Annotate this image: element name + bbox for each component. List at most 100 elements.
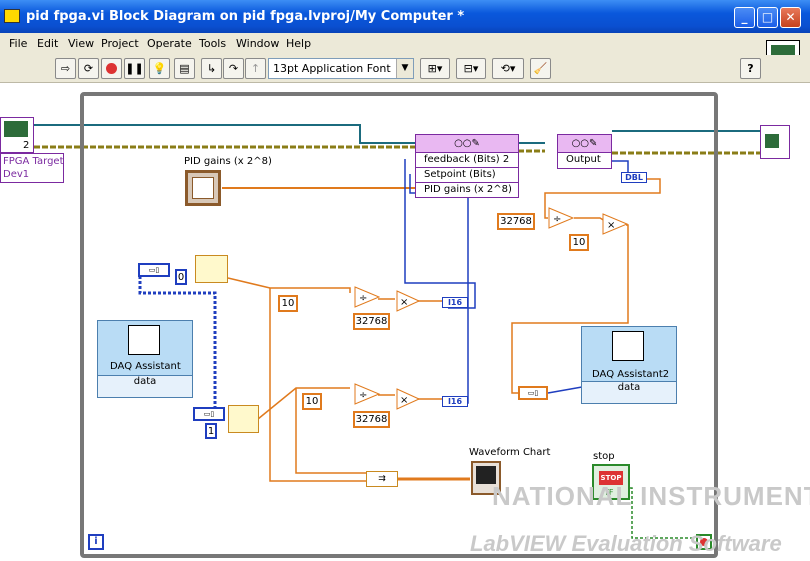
stop-button-face: STOP: [599, 471, 623, 485]
distribute-objects-icon[interactable]: ⊟▾: [456, 58, 486, 79]
help-icon[interactable]: ?: [740, 58, 761, 79]
menu-window[interactable]: Window: [236, 37, 280, 50]
menu-bar: File Edit View Project Operate Tools Win…: [0, 33, 810, 74]
svg-text:×: ×: [400, 297, 408, 308]
menu-help[interactable]: Help: [286, 37, 312, 50]
block-diagram[interactable]: i 2 FPGA Target Dev1 PID gains (x 2^8) ○…: [0, 83, 810, 561]
window-title: pid fpga.vi Block Diagram on pid fpga.lv…: [26, 9, 465, 24]
font-select[interactable]: 13pt Application Font ▼: [268, 58, 414, 79]
to-i16-conversion-row1[interactable]: I16: [442, 297, 468, 308]
step-into-icon[interactable]: ↳: [201, 58, 222, 79]
fpga-close-reference[interactable]: [760, 125, 790, 159]
svg-text:÷: ÷: [359, 293, 367, 304]
build-array-icon[interactable]: ⇉: [366, 471, 398, 487]
menu-project[interactable]: Project: [101, 37, 139, 50]
fpga-read-write-node[interactable]: ○○✎ feedback (Bits) 2 Setpoint (Bits) PI…: [415, 134, 519, 198]
stop-condition-terminal[interactable]: [696, 534, 712, 550]
watermark-brand: NATIONAL INSTRUMENTS: [492, 481, 810, 511]
pause-icon[interactable]: ❚❚: [124, 58, 145, 79]
daq2-data-terminal[interactable]: data: [582, 381, 676, 403]
menu-file[interactable]: File: [9, 37, 28, 50]
pid-gains-label: PID gains (x 2^8): [184, 156, 272, 167]
clean-up-diagram-icon[interactable]: 🧹: [530, 58, 551, 79]
to-i16-conversion-row2[interactable]: I16: [442, 396, 468, 407]
stop-label: stop: [593, 451, 615, 462]
channel-refnum-2[interactable]: ▭▯: [518, 386, 548, 400]
daq2-icon: [612, 331, 644, 361]
watermark-edition: LabVIEW Evaluation Software: [470, 531, 782, 556]
svg-text:÷: ÷: [553, 214, 561, 225]
constant-32768-top[interactable]: 32768: [497, 213, 535, 230]
font-select-value: 13pt Application Font: [273, 62, 391, 75]
constant-0[interactable]: 0: [175, 269, 187, 285]
to-double-conversion[interactable]: DBL: [621, 172, 647, 183]
multiply-icon-row1[interactable]: ×: [396, 290, 420, 312]
run-continuously-icon[interactable]: ⟳: [78, 58, 99, 79]
maximize-button[interactable]: □: [757, 7, 778, 28]
menu-view[interactable]: View: [68, 37, 95, 50]
multiply-icon[interactable]: ×: [602, 213, 628, 235]
step-out-icon[interactable]: ↑: [245, 58, 266, 79]
fpga-node-row-setpoint[interactable]: Setpoint (Bits): [416, 168, 518, 183]
retain-wire-values-icon[interactable]: ▤: [174, 58, 195, 79]
daq1-title: DAQ Assistant: [110, 361, 181, 372]
fpga-node-row-pid-gains[interactable]: PID gains (x 2^8): [424, 184, 512, 195]
fpga-target-label: FPGA Target: [3, 156, 64, 167]
svg-text:×: ×: [607, 220, 615, 231]
labview-app-icon: [4, 9, 20, 23]
fpga-output-node[interactable]: ○○✎ Output: [557, 134, 612, 169]
data-wire-b2: [295, 388, 368, 474]
pid-gains-cluster-control[interactable]: [185, 170, 221, 206]
output-node-row[interactable]: Output: [566, 154, 601, 165]
while-loop[interactable]: i: [80, 92, 718, 558]
minimize-button[interactable]: _: [734, 7, 755, 28]
close-button[interactable]: ✕: [780, 7, 801, 28]
stop-tf-label: TF: [604, 488, 614, 497]
daq-icon: [128, 325, 160, 355]
multiply-out-wire: [511, 224, 629, 394]
menu-edit[interactable]: Edit: [37, 37, 59, 50]
fpga-node-row-feedback[interactable]: feedback (Bits) 2: [416, 153, 518, 168]
run-arrow-icon[interactable]: ⇨: [55, 58, 76, 79]
menu-operate[interactable]: Operate: [147, 37, 192, 50]
fpga-ref-num: 2: [23, 140, 30, 151]
channel-refnum-1[interactable]: ▭▯: [193, 407, 225, 421]
fpga-target-label-box: FPGA Target Dev1: [0, 153, 64, 183]
index-array-icon-1[interactable]: [228, 405, 259, 433]
constant-10-top[interactable]: 10: [569, 234, 589, 251]
waveform-chart-terminal[interactable]: [471, 461, 501, 495]
menu-tools[interactable]: Tools: [199, 37, 227, 50]
daq-assistant[interactable]: DAQ Assistant data: [97, 320, 193, 398]
fpga-target-reference[interactable]: 2: [0, 117, 34, 153]
step-over-icon[interactable]: ↷: [223, 58, 244, 79]
constant-1[interactable]: 1: [205, 423, 217, 439]
data-wire-a2: [269, 288, 368, 482]
dbl-wire: [544, 178, 661, 219]
divide-icon-row2[interactable]: ÷: [354, 383, 380, 405]
svg-text:÷: ÷: [359, 390, 367, 401]
daq2-title: DAQ Assistant2: [592, 369, 670, 380]
highlight-execution-icon[interactable]: 💡: [149, 58, 170, 79]
index-array-icon-0[interactable]: [195, 255, 228, 283]
daq1-data-label: data: [133, 376, 157, 387]
info-icon[interactable]: i: [88, 534, 104, 550]
fpga-node-header-icon: ○○✎: [416, 135, 518, 153]
daq2-input-wire: [547, 386, 583, 394]
abort-icon[interactable]: [101, 58, 122, 79]
daq-assistant-2[interactable]: DAQ Assistant2 data: [581, 326, 677, 404]
align-objects-icon[interactable]: ⊞▾: [420, 58, 450, 79]
daq1-data-terminal[interactable]: data: [98, 375, 192, 397]
stop-button-terminal[interactable]: STOP TF: [592, 464, 630, 500]
chevron-down-icon: ▼: [396, 59, 413, 78]
svg-text:×: ×: [400, 395, 408, 406]
channel-refnum-0[interactable]: ▭▯: [138, 263, 170, 277]
constant-32768-row1[interactable]: 32768: [353, 313, 390, 330]
reorder-icon[interactable]: ⟲▾: [492, 58, 524, 79]
constant-10-row2[interactable]: 10: [302, 393, 322, 410]
constant-10-row1[interactable]: 10: [278, 295, 298, 312]
divide-icon[interactable]: ÷: [548, 207, 574, 229]
output-node-header-icon: ○○✎: [558, 135, 611, 153]
constant-32768-row2[interactable]: 32768: [353, 411, 390, 428]
multiply-icon-row2[interactable]: ×: [396, 388, 420, 410]
divide-icon-row1[interactable]: ÷: [354, 286, 380, 308]
